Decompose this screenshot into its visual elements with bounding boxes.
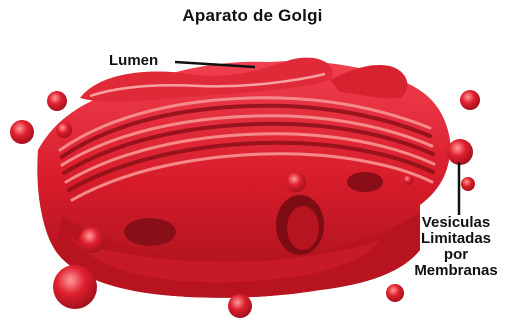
vesicle: [286, 172, 306, 192]
vesicles-label-line-4: Membranas: [406, 263, 505, 279]
vesicle: [447, 139, 473, 165]
vesicles-label: Vesiculas Limitadas por Membranas: [406, 215, 505, 279]
vesicle: [403, 175, 413, 185]
vesicles-label-line-2: Limitadas: [406, 231, 505, 247]
vesicle: [47, 91, 67, 111]
diagram-title: Aparato de Golgi: [0, 6, 505, 26]
lumen-label: Lumen: [109, 53, 158, 69]
vesicles-label-line-3: por: [406, 247, 505, 263]
vesicle: [228, 294, 252, 318]
vesicles-label-line-1: Vesiculas: [406, 215, 505, 231]
vesicle: [56, 122, 72, 138]
vesicle: [386, 284, 404, 302]
vesicle: [460, 90, 480, 110]
vesicle: [53, 265, 97, 309]
vesicle: [10, 120, 34, 144]
vesicle: [461, 177, 475, 191]
vesicle: [79, 227, 105, 253]
